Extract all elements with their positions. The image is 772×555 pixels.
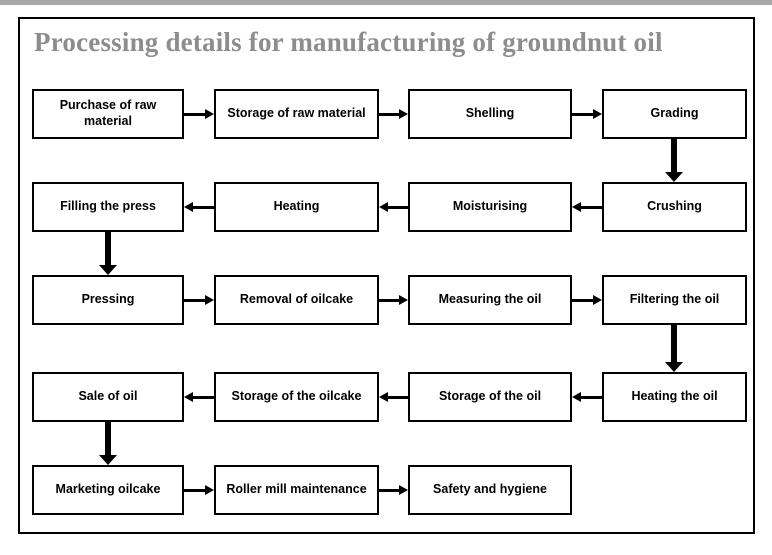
arrow-head xyxy=(572,392,581,402)
arrow-head xyxy=(593,295,602,305)
arrow-left-heating-the-oil-to-storage-of-the-oil xyxy=(572,391,602,403)
arrow-left-moisturising-to-heating xyxy=(379,201,408,213)
arrow-left-storage-of-the-oil-to-storage-of-the-oilcake xyxy=(379,391,408,403)
process-node-heating[interactable]: Heating xyxy=(214,182,379,232)
arrow-head xyxy=(205,485,214,495)
arrow-head xyxy=(665,172,683,182)
arrow-down-grading-to-crushing xyxy=(665,139,683,182)
arrow-head xyxy=(205,295,214,305)
arrow-right-purchase-to-storage xyxy=(184,108,214,120)
arrow-shaft xyxy=(572,299,594,302)
arrow-shaft xyxy=(379,489,400,492)
process-node-moisturising[interactable]: Moisturising xyxy=(408,182,572,232)
diagram-frame: Processing details for manufacturing of … xyxy=(18,17,755,534)
arrow-head xyxy=(399,109,408,119)
arrow-shaft xyxy=(580,206,602,209)
arrow-shaft xyxy=(379,299,400,302)
arrow-right-measuring-the-oil-to-filtering-the-oil xyxy=(572,294,602,306)
process-node-filtering-the-oil[interactable]: Filtering the oil xyxy=(602,275,747,325)
arrow-shaft xyxy=(671,139,677,173)
arrow-head xyxy=(572,202,581,212)
process-node-heating-the-oil[interactable]: Heating the oil xyxy=(602,372,747,422)
arrow-shaft xyxy=(192,396,214,399)
process-node-safety-and-hygiene[interactable]: Safety and hygiene xyxy=(408,465,572,515)
arrow-head xyxy=(99,265,117,275)
arrow-head xyxy=(593,109,602,119)
arrow-shaft xyxy=(184,113,206,116)
arrow-left-storage-of-the-oilcake-to-sale-of-oil xyxy=(184,391,214,403)
process-node-pressing[interactable]: Pressing xyxy=(32,275,184,325)
process-node-filling-the-press[interactable]: Filling the press xyxy=(32,182,184,232)
arrow-head xyxy=(184,202,193,212)
process-node-shelling[interactable]: Shelling xyxy=(408,89,572,139)
page-title: Processing details for manufacturing of … xyxy=(34,27,663,57)
process-node-storage-of-the-oil[interactable]: Storage of the oil xyxy=(408,372,572,422)
arrow-shaft xyxy=(572,113,594,116)
arrow-shaft xyxy=(671,325,677,363)
arrow-down-filtering-the-oil-to-heating-the-oil xyxy=(665,325,683,372)
arrow-down-filling-the-press-to-pressing xyxy=(99,232,117,275)
process-node-sale-of-oil[interactable]: Sale of oil xyxy=(32,372,184,422)
process-node-marketing-oilcake[interactable]: Marketing oilcake xyxy=(32,465,184,515)
arrow-right-pressing-to-removal-of-oilcake xyxy=(184,294,214,306)
process-node-storage-of-raw-material[interactable]: Storage of raw material xyxy=(214,89,379,139)
arrow-shaft xyxy=(184,489,206,492)
arrow-shaft xyxy=(387,396,408,399)
process-node-roller-mill-maintenance[interactable]: Roller mill maintenance xyxy=(214,465,379,515)
arrow-shaft xyxy=(192,206,214,209)
arrow-shaft xyxy=(580,396,602,399)
arrow-shaft xyxy=(379,113,400,116)
arrow-shaft xyxy=(387,206,408,209)
arrow-shaft xyxy=(105,422,111,456)
arrow-head xyxy=(379,392,388,402)
arrow-right-marketing-oilcake-to-roller-mill-maintenance xyxy=(184,484,214,496)
arrow-head xyxy=(205,109,214,119)
arrow-right-removal-of-oilcake-to-measuring-the-oil xyxy=(379,294,408,306)
arrow-shaft xyxy=(184,299,206,302)
process-node-grading[interactable]: Grading xyxy=(602,89,747,139)
process-node-measuring-the-oil[interactable]: Measuring the oil xyxy=(408,275,572,325)
process-node-storage-of-the-oilcake[interactable]: Storage of the oilcake xyxy=(214,372,379,422)
arrow-head xyxy=(184,392,193,402)
arrow-head xyxy=(399,485,408,495)
arrow-left-crushing-to-moisturising xyxy=(572,201,602,213)
arrow-down-sale-of-oil-to-marketing-oilcake xyxy=(99,422,117,465)
arrow-head xyxy=(399,295,408,305)
arrow-head xyxy=(665,362,683,372)
process-node-crushing[interactable]: Crushing xyxy=(602,182,747,232)
arrow-shaft xyxy=(105,232,111,266)
arrow-head xyxy=(99,455,117,465)
arrow-right-shelling-to-grading xyxy=(572,108,602,120)
top-gray-strip xyxy=(0,0,772,5)
process-node-purchase-of-raw-material[interactable]: Purchase of raw material xyxy=(32,89,184,139)
process-node-removal-of-oilcake[interactable]: Removal of oilcake xyxy=(214,275,379,325)
arrow-right-roller-mill-maintenance-to-safety-and-hygiene xyxy=(379,484,408,496)
arrow-right-storage-to-shelling xyxy=(379,108,408,120)
arrow-left-heating-to-filling-the-press xyxy=(184,201,214,213)
arrow-head xyxy=(379,202,388,212)
